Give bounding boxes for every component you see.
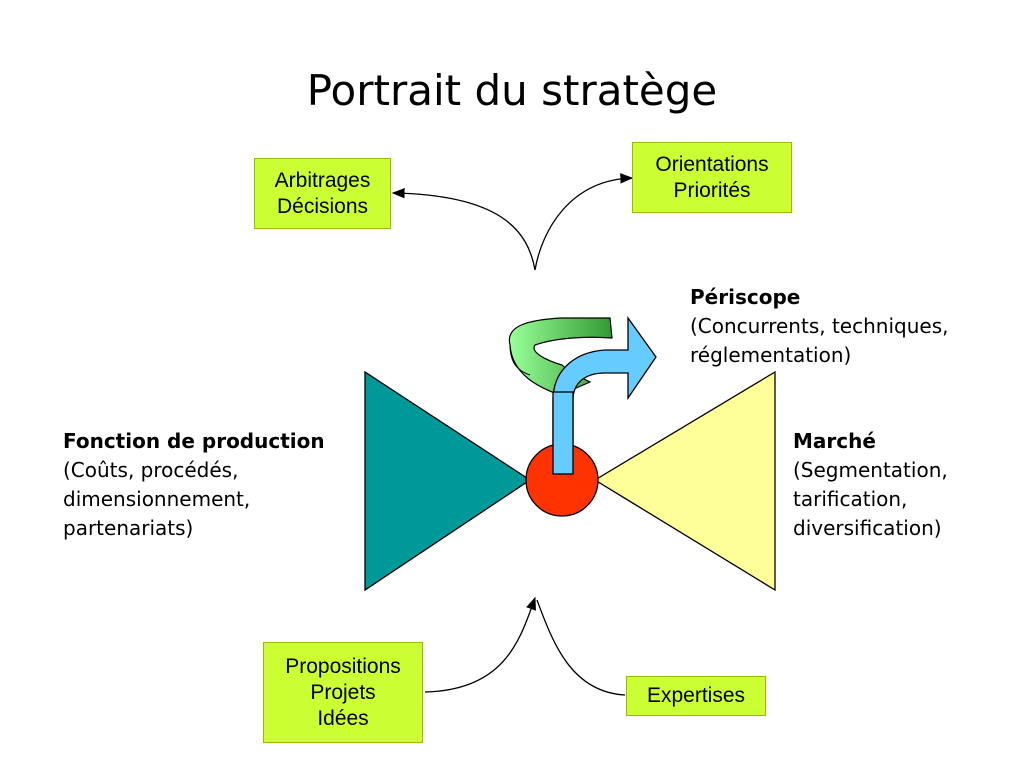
- label-marche-head: Marché: [793, 429, 876, 453]
- connector-to-arbitrages: [391, 188, 536, 271]
- box-arbitrages-line: Arbitrages: [274, 168, 371, 192]
- box-expertises-line: Expertises: [646, 684, 746, 707]
- production-triangle: [364, 370, 532, 592]
- periscope-shaft: [552, 391, 574, 475]
- label-production-line: dimensionnement,: [63, 487, 251, 511]
- rotation-arrow: [508, 317, 613, 396]
- connector-from-expertises: [536, 599, 626, 696]
- label-periscope-line: (Concurrents, techniques,: [690, 314, 949, 338]
- label-marche: Marché (Segmentation, tarification, dive…: [793, 427, 948, 543]
- label-production-line: partenariats): [63, 516, 194, 540]
- box-propositions-line: Idées: [317, 706, 369, 730]
- box-orientations-line: Orientations: [655, 152, 769, 176]
- rotation-arrow-tail: [509, 344, 531, 376]
- label-production: Fonction de production (Coûts, procédés,…: [63, 427, 325, 543]
- label-marche-line: diversification): [793, 516, 942, 540]
- label-marche-line: (Segmentation,: [793, 458, 948, 482]
- box-propositions-line: Projets: [310, 680, 376, 704]
- label-production-line: (Coûts, procédés,: [63, 458, 239, 482]
- page-title: Portrait du stratège: [306, 66, 718, 115]
- connector-from-propositions: [424, 596, 536, 693]
- box-propositions-line: Propositions: [285, 654, 401, 678]
- label-periscope-head: Périscope: [690, 285, 801, 309]
- label-periscope-line: réglementation): [690, 343, 852, 367]
- box-expertises: Expertises: [626, 676, 766, 716]
- box-arbitrages-line: Décisions: [276, 194, 369, 218]
- box-propositions: Propositions Projets Idées: [263, 642, 423, 743]
- label-marche-line: tarification,: [793, 487, 908, 511]
- box-orientations: Orientations Priorités: [632, 142, 792, 213]
- periscope-arrow: [552, 315, 657, 476]
- box-arbitrages: Arbitrages Décisions: [254, 158, 391, 229]
- connector-to-orientations: [534, 173, 634, 271]
- label-production-head: Fonction de production: [63, 429, 325, 453]
- market-triangle: [593, 370, 776, 592]
- box-orientations-line: Priorités: [673, 178, 751, 202]
- label-periscope: Périscope (Concurrents, techniques, régl…: [690, 283, 948, 370]
